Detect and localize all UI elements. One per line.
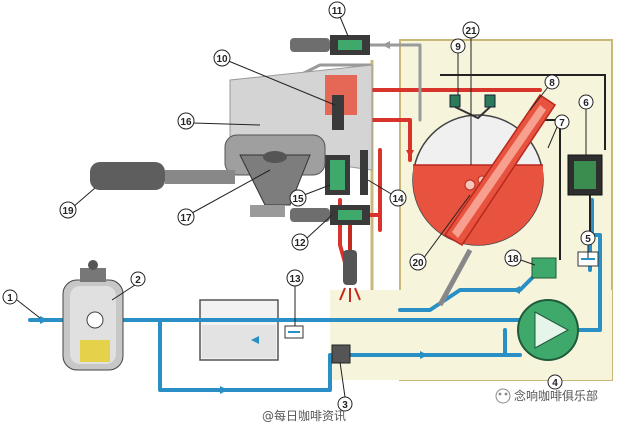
callout-20: 20 [409,253,427,271]
svg-text:21: 21 [465,26,477,37]
callout-18: 18 [504,249,522,267]
steam-wand [339,225,361,302]
thermosyphon-tube [437,248,473,307]
callout-6: 6 [578,94,594,110]
callouts: 1 2 3 4 5 6 7 8 9 10 11 12 13 15 16 17 1… [2,1,596,412]
drip-tray-water [202,325,276,358]
wechat-circle-icon [495,388,511,404]
svg-text:14: 14 [392,194,404,205]
svg-text:17: 17 [180,213,192,224]
water-pump [517,299,579,361]
flow-meter [567,154,603,196]
callout-13: 13 [286,269,304,287]
svg-text:4: 4 [552,378,558,389]
pressure-switch [449,94,496,120]
watermark-left: @每日咖啡资讯 [262,408,346,423]
watermark-right: 念响咖啡俱乐部 [495,388,598,404]
callout-15: 15 [289,189,307,207]
callout-14: 14 [389,189,407,207]
callout-12: 12 [291,233,309,251]
callout-11: 11 [328,1,346,19]
steam-flow-arrows [382,41,390,49]
svg-text:1: 1 [7,293,13,304]
svg-text:2: 2 [135,275,141,286]
callout-9: 9 [450,38,466,54]
callout-8: 8 [544,74,560,90]
svg-text:7: 7 [559,118,565,129]
hot-flow-arrows [406,150,414,158]
callout-17: 17 [177,208,195,226]
callout-1: 1 [2,289,18,305]
callout-7: 7 [554,114,570,130]
callout-5: 5 [580,230,596,246]
svg-text:15: 15 [292,194,304,205]
svg-text:20: 20 [412,258,424,269]
svg-text:8: 8 [549,78,555,89]
svg-text:13: 13 [289,274,301,285]
water-softener [62,260,124,371]
callout-10: 10 [213,49,231,67]
flow-arrows [40,286,520,394]
svg-text:9: 9 [455,42,461,53]
callout-2: 2 [130,271,146,287]
pressure-regulator [284,325,304,339]
svg-text:11: 11 [332,6,343,17]
callout-19: 19 [59,201,77,219]
svg-text:16: 16 [180,117,192,128]
svg-text:12: 12 [294,238,306,249]
inlet-valve [331,344,351,364]
watermark-right-text: 念响咖啡俱乐部 [514,388,598,403]
callout-16: 16 [177,112,195,130]
svg-text:6: 6 [583,98,589,109]
svg-text:5: 5 [585,234,591,245]
svg-text:18: 18 [507,254,519,265]
callout-3: 3 [337,396,353,412]
hot-water-valve [290,205,370,225]
wechat-eye-left-icon [498,392,502,396]
heat-exchanger [443,93,557,247]
svg-text:19: 19 [62,206,74,217]
callout-4: 4 [547,374,563,390]
callout-leaders [16,11,589,398]
group-head [224,64,373,217]
steam-valve [290,35,370,55]
machine-cabinet [199,39,613,381]
solenoid-valve [531,257,557,279]
svg-text:3: 3 [342,400,348,411]
svg-text:10: 10 [216,54,228,65]
check-valve [577,251,599,267]
portafilter-handle [90,162,235,190]
wechat-eye-right-icon [504,392,508,396]
callout-21: 21 [462,21,480,39]
